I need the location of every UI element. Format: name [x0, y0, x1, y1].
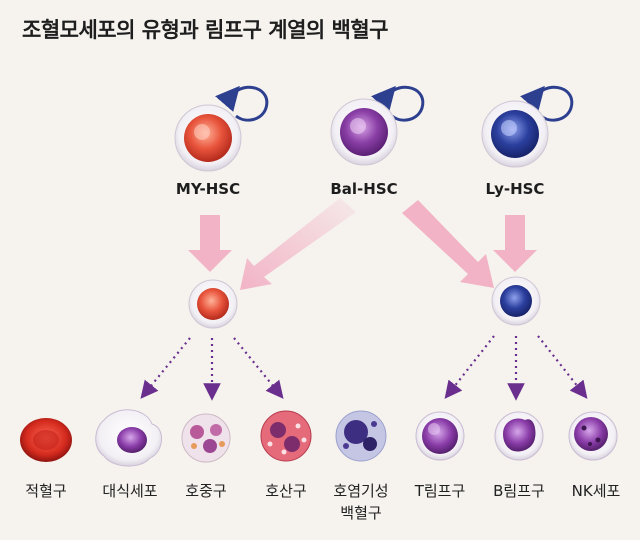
label-b-cell: B림프구 — [493, 482, 545, 500]
arrow-my-to-myeloid — [188, 215, 232, 272]
nk-cell — [568, 411, 618, 461]
label-nk-cell: NK세포 — [571, 482, 621, 500]
label-eosinophil: 호산구 — [265, 482, 307, 500]
myeloid-progenitor — [188, 279, 238, 329]
dotted-arrow-to-macrophage — [140, 337, 191, 399]
label-red-blood-cell: 적혈구 — [25, 482, 67, 500]
b-cell — [494, 411, 544, 461]
self-renewal-arrow-bal — [371, 85, 425, 122]
dotted-arrow-to-eosinophil — [233, 337, 284, 399]
self-renewal-arrow-ly — [520, 85, 574, 122]
stem-cell-ly — [481, 100, 549, 168]
arrow-bal-to-lymphoid — [402, 200, 494, 288]
stem-label-my: MY-HSC — [175, 180, 241, 198]
label-basophil: 호염기성 백혈구 — [333, 482, 389, 522]
red-blood-cell — [20, 418, 72, 462]
stem-cell-bal — [330, 98, 398, 166]
t-cell — [415, 411, 465, 461]
self-renewal-arrow-my — [215, 85, 269, 122]
label-macrophage: 대식세포 — [102, 482, 158, 500]
neutrophil-cell — [181, 413, 231, 463]
arrow-ly-to-lymphoid — [493, 215, 537, 272]
stem-cell-my — [174, 104, 242, 172]
label-neutrophil: 호중구 — [185, 482, 227, 500]
arrow-bal-to-myeloid — [240, 198, 356, 290]
dotted-arrow-to-nk-cell — [537, 335, 588, 399]
lymphoid-progenitor — [491, 276, 541, 326]
label-t-cell: T림프구 — [414, 482, 466, 500]
macrophage-cell — [95, 409, 162, 467]
diagram-title: 조혈모세포의 유형과 림프구 계열의 백혈구 — [22, 18, 389, 42]
dotted-arrow-to-t-cell — [444, 335, 495, 399]
eosinophil-cell — [260, 410, 312, 462]
stem-label-ly: Ly-HSC — [485, 180, 545, 198]
basophil-cell — [335, 410, 387, 462]
stem-label-bal: Bal-HSC — [330, 180, 398, 198]
